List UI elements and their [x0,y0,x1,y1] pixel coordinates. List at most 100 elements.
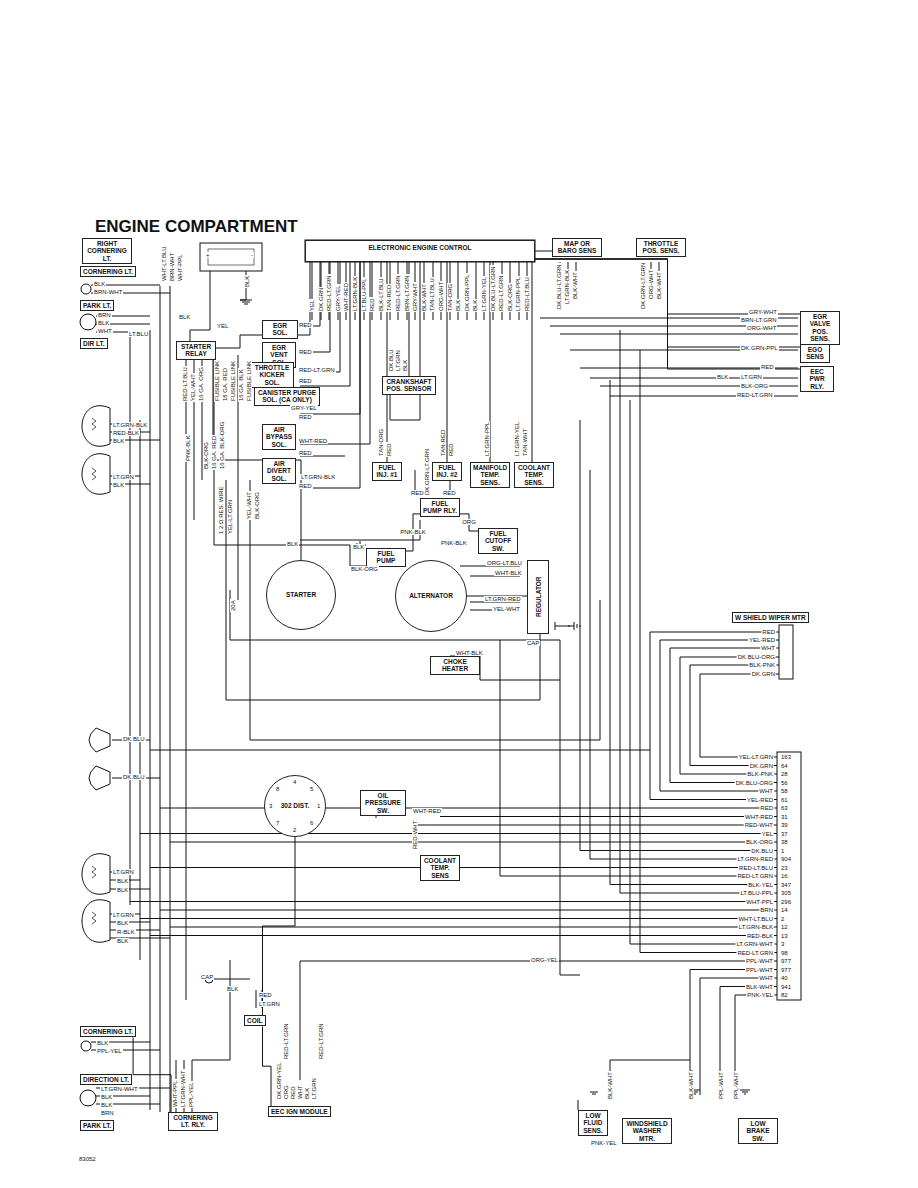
wire-label: 16 GA. RED [211,435,217,470]
wire-label: LT.GRN-RED [484,596,522,602]
wiring-line [213,979,262,1008]
wire-label: LT.GRN [740,374,763,380]
node-text: MANIFOLD TEMP. SENS. [473,464,507,486]
wire-label: RED-LT.GRN [326,274,332,312]
node-text: CORNERING LT. [83,268,133,275]
lamp-label: DIRECTION LT. [80,1074,132,1085]
wire-label: LT.GRN [311,1077,317,1100]
node-text: MAP OR BARO SENS [555,240,599,255]
wire-label: BLK [93,281,106,287]
wire-label: BLK [304,1087,310,1100]
wiring-line [545,622,580,630]
wire-label: 904 [780,856,792,862]
solenoid-label: THROTTLE KICKER SOL. [250,362,294,388]
wire-label: 1.2 Ω RES. WIRE [218,486,224,536]
wire-label: GRY-WHT [412,282,418,312]
lamp-label: RIGHT CORNERING LT. [82,238,132,264]
node-text: STARTER [286,591,316,598]
wire-label: WHT [758,788,774,794]
wire-label: 941 [780,984,792,990]
lamp-label: PARK LT. [80,300,114,311]
wire-connector [133,1038,171,1113]
wire-label: 61 [780,797,789,803]
wire-label: RED [369,297,375,312]
wire-label: LT.GRN-WHT [180,1069,186,1108]
wire-label: 1 [316,803,321,809]
wire-label: BRN-LT.GRN [740,317,778,323]
wire-label: RED [760,364,775,370]
wiring-line [82,406,110,495]
wire-label: BLK [455,299,461,312]
wire-label: BRN-WHT [169,252,175,282]
wire-connector [263,837,296,1015]
wire-label: WHT-LT.BLU [737,916,774,922]
wire-label: DK.BLU-LT.GRN [490,265,496,312]
wire-label: BRN [100,1110,115,1116]
wire-label: 16 GA. ORG [198,366,204,402]
wiring-line [186,355,580,1000]
wire-label: RED [759,805,774,811]
node-text: THROTTLE KICKER SOL. [253,364,291,386]
wire-label: BLK [472,299,478,312]
wire-label: RED [298,378,313,384]
wire-label: BLK-WHT [572,271,578,300]
wire-label: LT.GRN [112,869,135,875]
node-text: 302 DIST. [281,802,310,809]
node-text: CORNERING LT. RLY. [171,1114,215,1129]
wiring-line [140,350,777,1095]
wiring-line [208,249,254,265]
node-text: COOLANT TEMP. SENS. [517,464,551,486]
wire-label: BLK-ORG [745,839,774,845]
wire-label: ORG-WHT [746,325,777,331]
wire-label: 347 [780,882,792,888]
wire-label: DK.GRN-YEL [276,1061,282,1100]
lamp-label: CORNERING LT. [80,1026,136,1037]
wire-label: 2 [292,827,297,833]
wire-label: RED-LT.GRN [283,1022,289,1060]
wire-label: 16 GA. BLK-ORG [219,421,225,470]
wire-label: LT.GRN-YEL [514,421,520,457]
wiring-line [190,262,310,348]
node-text: LOW BRAKE SW. [741,1120,775,1142]
wire-label: 63 [780,805,789,811]
wire-label: DK.BLU [750,848,774,854]
wire-label: LT.GRN [258,1001,281,1007]
wire-label: RED-BLK [112,430,140,436]
wire-label: FUSIBLE LINK [230,360,236,402]
wire-label: YEL [216,323,229,329]
wire-label: LT.GRN-YEL [481,276,487,312]
wire-label: R-BLK [116,929,136,935]
wiring-line [130,286,170,1112]
node-text: DIR LT. [83,340,105,347]
sensor-connector: MAP OR BARO SENS [552,238,602,257]
wire-label: WHT-RED [298,438,328,444]
wire-label: BLK-ORG [254,491,260,520]
ignition-module: EEC IGN MODULE [268,1106,331,1117]
wire-label: 39 [780,822,789,828]
wire-label: BLK-WHT [688,1071,694,1100]
wire-connector [532,262,533,462]
wire-label: ORG [461,519,477,525]
wire-label: YEL [309,299,315,312]
wiring-line [81,284,91,294]
wire-label: RED-LT.GRN [498,274,504,312]
wire-label: 4 [292,779,297,785]
wire-label: ORG-YEL [530,957,559,963]
wire-label: 64 [780,763,789,769]
wire-label: TAN-LT.BLU [429,277,435,312]
motor-label: W SHIELD WIPER MTR [732,612,809,623]
wire-label: LT.GRN-WHT [100,1086,139,1092]
node-text: EEC IGN MODULE [271,1108,328,1115]
wire-label: 16 GA. BLK [238,368,244,402]
node-text: PARK LT. [83,1122,111,1129]
wire-label: 20A [230,599,236,612]
node-text: ALTERNATOR [409,592,453,599]
wire-label: RED-LT.GRN [318,1022,324,1060]
wire-label: 1 [780,848,785,854]
wire-label: BRN [97,312,112,318]
wiring-line [92,418,96,924]
node-text: AIR DIVERT SOL. [265,460,293,482]
wiring-line [226,480,600,740]
wire-label: 83052 [78,1156,97,1162]
